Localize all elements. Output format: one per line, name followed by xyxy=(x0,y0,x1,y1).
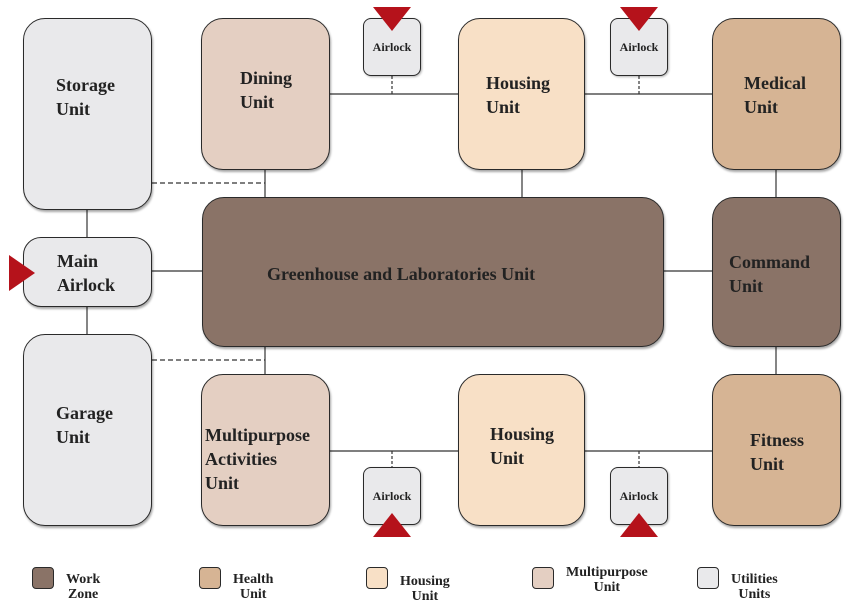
legend-swatch-work-zone xyxy=(32,567,54,589)
storage-unit-label: Storage Unit xyxy=(56,75,115,119)
entrance-arrow-top-right xyxy=(620,7,658,31)
greenhouse-label: Greenhouse and Laboratories Unit xyxy=(267,264,536,284)
airlock-bottom-left-label: Airlock xyxy=(372,488,412,503)
connector-lines xyxy=(86,76,777,467)
entrance-arrow-bottom-right xyxy=(620,513,658,537)
garage-unit-label: Garage Unit xyxy=(56,403,113,447)
main-airlock-label: Main Airlock xyxy=(57,251,115,295)
legend-label-housing: Housing Unit xyxy=(400,574,450,604)
entrance-arrow-top-left xyxy=(373,7,411,31)
legend-swatch-utilities xyxy=(697,567,719,589)
legend-swatch-multipurpose xyxy=(532,567,554,589)
housing-unit-bottom-label: Housing Unit xyxy=(490,424,555,468)
dining-unit-label: Dining Unit xyxy=(240,68,293,112)
airlock-top-right-label: Airlock xyxy=(619,39,659,54)
garage-unit: Garage Unit xyxy=(23,334,152,526)
greenhouse-laboratories-unit: Greenhouse and Laboratories Unit xyxy=(202,197,664,347)
entrance-arrow-bottom-left xyxy=(373,513,411,537)
airlock-top-left-label: Airlock xyxy=(372,39,412,54)
legend-label-work-zone: Work Zone xyxy=(66,572,101,602)
multipurpose-activities-unit: Multipurpose Activities Unit xyxy=(201,374,330,526)
housing-unit-top-label: Housing Unit xyxy=(486,73,551,117)
housing-unit-bottom: Housing Unit xyxy=(458,374,585,526)
housing-unit-top: Housing Unit xyxy=(458,18,585,170)
airlock-bottom-right-label: Airlock xyxy=(619,488,659,503)
legend-label-utilities: Utilities Units xyxy=(731,572,778,602)
medical-unit-label: Medical Unit xyxy=(744,73,806,117)
main-airlock-unit: Main Airlock xyxy=(23,237,152,307)
legend-label-health: Health Unit xyxy=(233,572,274,602)
command-unit-label: Command Unit xyxy=(729,252,811,296)
entrance-arrow-main xyxy=(9,255,35,291)
dining-unit: Dining Unit xyxy=(201,18,330,170)
multipurpose-unit-label: Multipurpose Activities Unit xyxy=(205,425,311,493)
fitness-unit: Fitness Unit xyxy=(712,374,841,526)
storage-unit: Storage Unit xyxy=(23,18,152,210)
legend-swatch-housing xyxy=(366,567,388,589)
legend-swatch-health xyxy=(199,567,221,589)
legend: Work Zone Health Unit Housing Unit Multi… xyxy=(0,555,850,604)
medical-unit: Medical Unit xyxy=(712,18,841,170)
command-unit: Command Unit xyxy=(712,197,841,347)
fitness-unit-label: Fitness Unit xyxy=(750,430,804,474)
legend-label-multipurpose: Multipurpose Unit xyxy=(566,565,648,595)
